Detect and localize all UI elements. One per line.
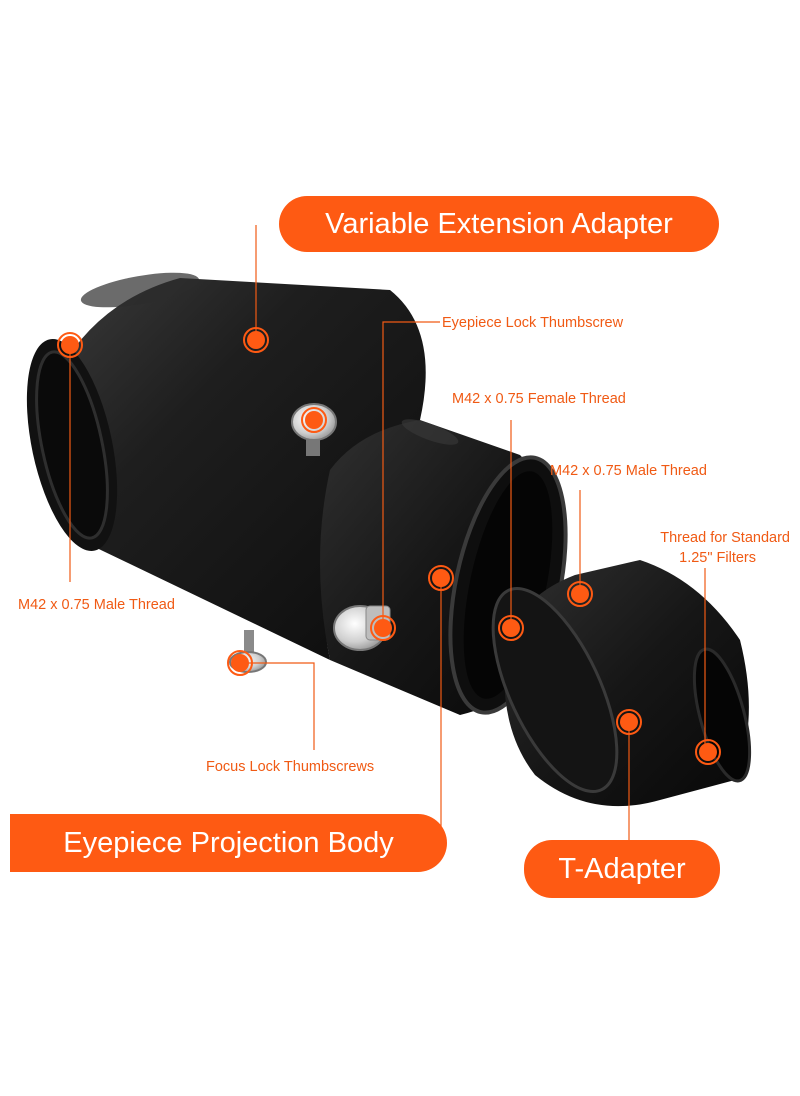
t-adapter-part <box>491 560 752 807</box>
eyepiece-projection-body-title: Eyepiece Projection Body <box>10 814 447 872</box>
t-adapter-label: T-Adapter <box>558 852 686 885</box>
m42-male-thread-right-callout: M42 x 0.75 Male Thread <box>550 463 707 479</box>
thread-for-standard-line2: 1.25" Filters <box>679 550 756 566</box>
orange-target-dot-icon <box>301 407 327 433</box>
eyepiece-lock-thumbscrew-callout: Eyepiece Lock Thumbscrew <box>442 315 624 331</box>
orange-target-dot-icon <box>695 739 721 765</box>
leader-lines <box>69 225 706 848</box>
eyepiece-projection-body-label: Eyepiece Projection Body <box>63 826 394 859</box>
orange-target-dot-icon <box>567 581 593 607</box>
orange-target-dot-icon <box>428 565 454 591</box>
orange-target-dot-icon <box>616 709 642 735</box>
extension-adapter-tube <box>26 272 426 660</box>
focus-lock-thumbscrews-callout: Focus Lock Thumbscrews <box>206 759 375 775</box>
m42-female-thread-callout: M42 x 0.75 Female Thread <box>452 391 626 407</box>
orange-target-dot-icon <box>498 615 524 641</box>
orange-target-dot-icon <box>370 615 396 641</box>
variable-extension-adapter-label: Variable Extension Adapter <box>325 207 673 240</box>
orange-target-dot-icon <box>57 332 83 358</box>
variable-extension-adapter-title: Variable Extension Adapter <box>279 196 719 252</box>
orange-target-dot-icon <box>227 650 253 676</box>
m42-male-thread-left-callout: M42 x 0.75 Male Thread <box>18 597 175 613</box>
t-adapter-title: T-Adapter <box>524 840 720 898</box>
orange-target-dot-icon <box>243 327 269 353</box>
thread-for-standard-callout: Thread for Standard 1.25" Filters <box>634 528 790 568</box>
thread-for-standard-line1: Thread for Standard <box>660 530 790 546</box>
